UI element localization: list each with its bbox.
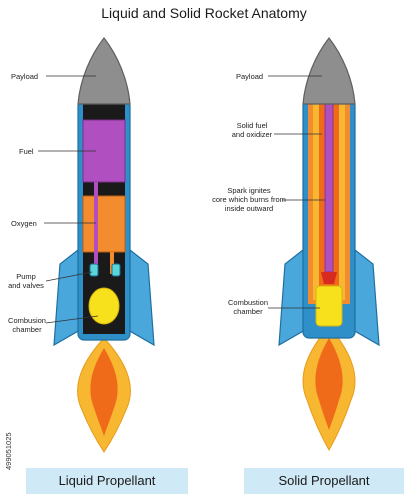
liquid-pump-right bbox=[111, 263, 121, 277]
solid-flame bbox=[302, 325, 356, 452]
solid-label-chamber-line2: chamber bbox=[233, 307, 263, 316]
liquid-fin-right bbox=[127, 248, 155, 347]
liquid-oxygen-tank bbox=[82, 195, 126, 253]
solid-label-spark-line2: core which burns from bbox=[212, 195, 286, 204]
liquid-fin-left bbox=[53, 248, 81, 347]
solid-core bbox=[324, 103, 334, 273]
solid-label-chamber-line1: Combustion bbox=[227, 298, 269, 307]
liquid-label-chamber-line1: Combusion bbox=[8, 316, 46, 325]
liquid-label-fuel: Fuel bbox=[19, 147, 34, 156]
liquid-flame bbox=[77, 337, 131, 453]
solid-label-fuel-line1: Solid fuel bbox=[236, 121, 268, 130]
liquid-label-pump-line1: Pump bbox=[16, 272, 36, 281]
solid-label-fuel-line2: and oxidizer bbox=[231, 130, 273, 139]
liquid-label-pump-line2: and valves bbox=[8, 281, 44, 290]
solid-nose-cone bbox=[302, 37, 356, 105]
solid-label-spark-line1: Spark ignites bbox=[227, 186, 271, 195]
liquid-label-chamber: Combusion chamber bbox=[4, 316, 50, 334]
solid-rocket bbox=[268, 37, 380, 452]
solid-fin-left bbox=[278, 248, 306, 347]
liquid-label-oxygen: Oxygen bbox=[11, 219, 37, 228]
diagram-title: Liquid and Solid Rocket Anatomy bbox=[101, 5, 307, 21]
solid-label-chamber: Combustion chamber bbox=[224, 298, 272, 316]
liquid-fuel-tank bbox=[82, 119, 126, 183]
solid-caption: Solid Propellant bbox=[244, 468, 404, 494]
liquid-combustion-chamber bbox=[88, 287, 120, 325]
liquid-rocket bbox=[38, 37, 155, 453]
solid-label-payload: Payload bbox=[236, 72, 264, 81]
solid-label-spark-line3: inside outward bbox=[224, 204, 274, 213]
solid-fin-right bbox=[352, 248, 380, 347]
liquid-label-payload: Payload bbox=[11, 72, 39, 81]
liquid-nose-cone bbox=[77, 37, 131, 105]
liquid-label-pump: Pump and valves bbox=[4, 272, 48, 290]
liquid-caption: Liquid Propellant bbox=[26, 468, 188, 494]
liquid-pump-left bbox=[89, 263, 99, 277]
solid-label-spark: Spark ignites core which burns from insi… bbox=[212, 186, 286, 213]
side-id-text: 499051025 bbox=[4, 432, 13, 470]
solid-combustion-chamber bbox=[315, 285, 343, 327]
liquid-label-chamber-line2: chamber bbox=[12, 325, 42, 334]
solid-label-fuel: Solid fuel and oxidizer bbox=[226, 121, 278, 139]
